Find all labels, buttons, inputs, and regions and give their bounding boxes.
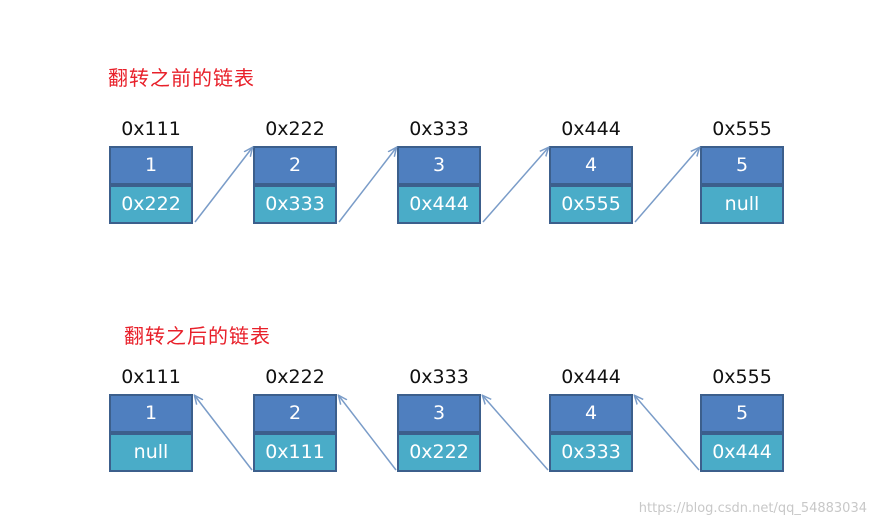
node-address: 0x222 bbox=[265, 366, 325, 388]
node-next-cell: 0x333 bbox=[549, 433, 633, 472]
node-address: 0x111 bbox=[121, 118, 181, 140]
node-address: 0x444 bbox=[561, 366, 621, 388]
before-arrow-1-to-2 bbox=[194, 148, 252, 223]
node-address: 0x111 bbox=[121, 366, 181, 388]
node-value-cell: 2 bbox=[253, 146, 337, 185]
after-title: 翻转之后的链表 bbox=[124, 324, 271, 348]
node-address: 0x222 bbox=[265, 118, 325, 140]
before-arrow-2-to-3 bbox=[338, 148, 396, 223]
node-next-cell: 0x444 bbox=[397, 185, 481, 224]
node-next-cell: 0x444 bbox=[700, 433, 784, 472]
node-value-cell: 5 bbox=[700, 394, 784, 433]
before-title: 翻转之前的链表 bbox=[108, 66, 255, 90]
node-next-cell: 0x333 bbox=[253, 185, 337, 224]
node-value-cell: 4 bbox=[549, 146, 633, 185]
node-value-cell: 2 bbox=[253, 394, 337, 433]
node-next-cell: null bbox=[700, 185, 784, 224]
after-arrow-3-to-2 bbox=[339, 396, 397, 471]
watermark: https://blog.csdn.net/qq_54883034 bbox=[638, 501, 867, 516]
node-address: 0x444 bbox=[561, 118, 621, 140]
node-address: 0x333 bbox=[409, 118, 469, 140]
node-address: 0x555 bbox=[712, 366, 772, 388]
node-value-cell: 1 bbox=[109, 394, 193, 433]
node-next-cell: 0x555 bbox=[549, 185, 633, 224]
node-next-cell: 0x222 bbox=[397, 433, 481, 472]
before-arrow-4-to-5 bbox=[634, 148, 699, 223]
node-value-cell: 1 bbox=[109, 146, 193, 185]
node-next-cell: null bbox=[109, 433, 193, 472]
after-arrow-4-to-3 bbox=[483, 396, 549, 471]
node-next-cell: 0x111 bbox=[253, 433, 337, 472]
node-next-cell: 0x222 bbox=[109, 185, 193, 224]
after-arrow-5-to-4 bbox=[635, 396, 700, 471]
node-address: 0x555 bbox=[712, 118, 772, 140]
node-value-cell: 3 bbox=[397, 394, 481, 433]
node-value-cell: 4 bbox=[549, 394, 633, 433]
node-value-cell: 5 bbox=[700, 146, 784, 185]
node-address: 0x333 bbox=[409, 366, 469, 388]
node-value-cell: 3 bbox=[397, 146, 481, 185]
before-arrow-3-to-4 bbox=[482, 148, 548, 223]
after-arrow-2-to-1 bbox=[195, 396, 253, 471]
